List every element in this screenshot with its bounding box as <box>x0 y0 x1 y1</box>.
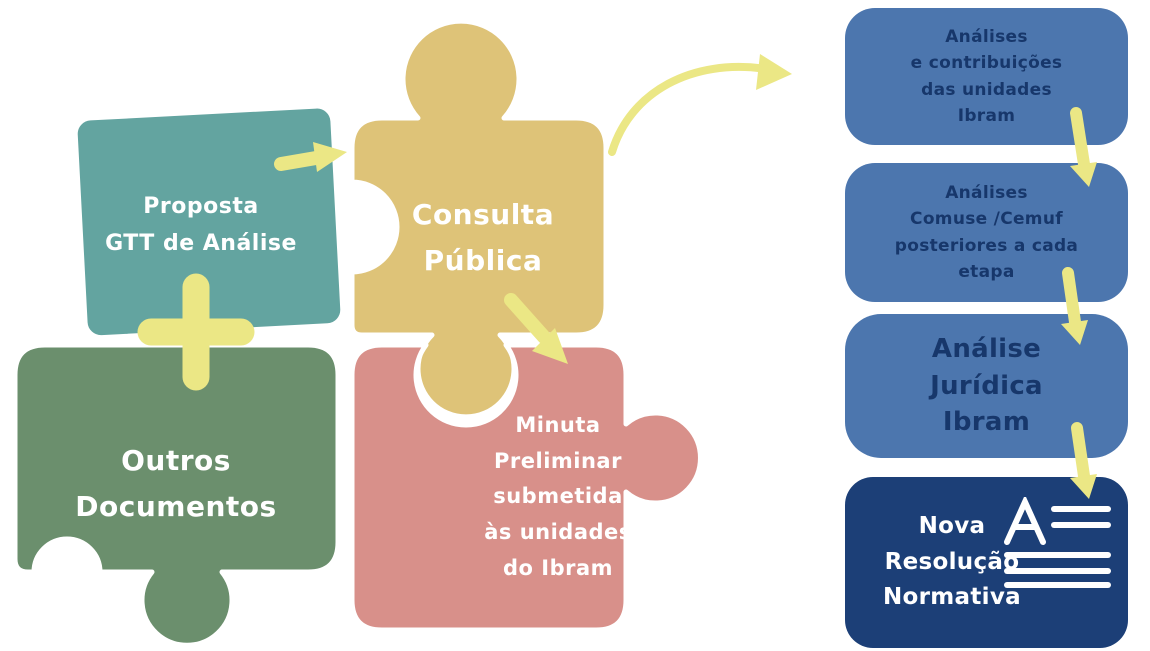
puzzle-graphic <box>12 18 703 648</box>
puzzle-label-minuta: Minuta Preliminar submetida às unidades … <box>484 413 632 580</box>
flow-box-label: Análises e contribuições das unidades Ib… <box>910 26 1063 126</box>
flow-box-analises-comuse: Análises Comuse /Cemuf posteriores a cad… <box>845 163 1128 302</box>
puzzle-label-consulta: Consulta Pública <box>411 198 555 278</box>
puzzle-piece-minuta <box>349 342 703 633</box>
arrow-proposta-to-consulta <box>274 142 347 172</box>
arrow-consulta-to-minuta <box>504 293 568 364</box>
flow-box-analise-juridica: Análise Jurídica Ibram <box>845 314 1128 458</box>
plus-icon <box>137 273 255 391</box>
flow-box-label: Nova Resolução Normativa <box>883 513 1021 611</box>
puzzle-label-proposta: Proposta GTT de Análise <box>105 194 297 257</box>
flow-box-label: Análise Jurídica Ibram <box>930 333 1043 438</box>
flow-box-label: Análises Comuse /Cemuf posteriores a cad… <box>894 182 1079 282</box>
flow-box-nova-resolucao: Nova Resolução Normativa <box>845 477 1128 648</box>
document-text-icon <box>1004 497 1111 588</box>
puzzle-piece-consulta <box>349 18 609 420</box>
puzzle-label-outros: Outros Documentos <box>75 444 277 524</box>
puzzle-piece-outros <box>12 342 341 648</box>
flow-box-analises-unidades: Análises e contribuições das unidades Ib… <box>845 8 1128 145</box>
